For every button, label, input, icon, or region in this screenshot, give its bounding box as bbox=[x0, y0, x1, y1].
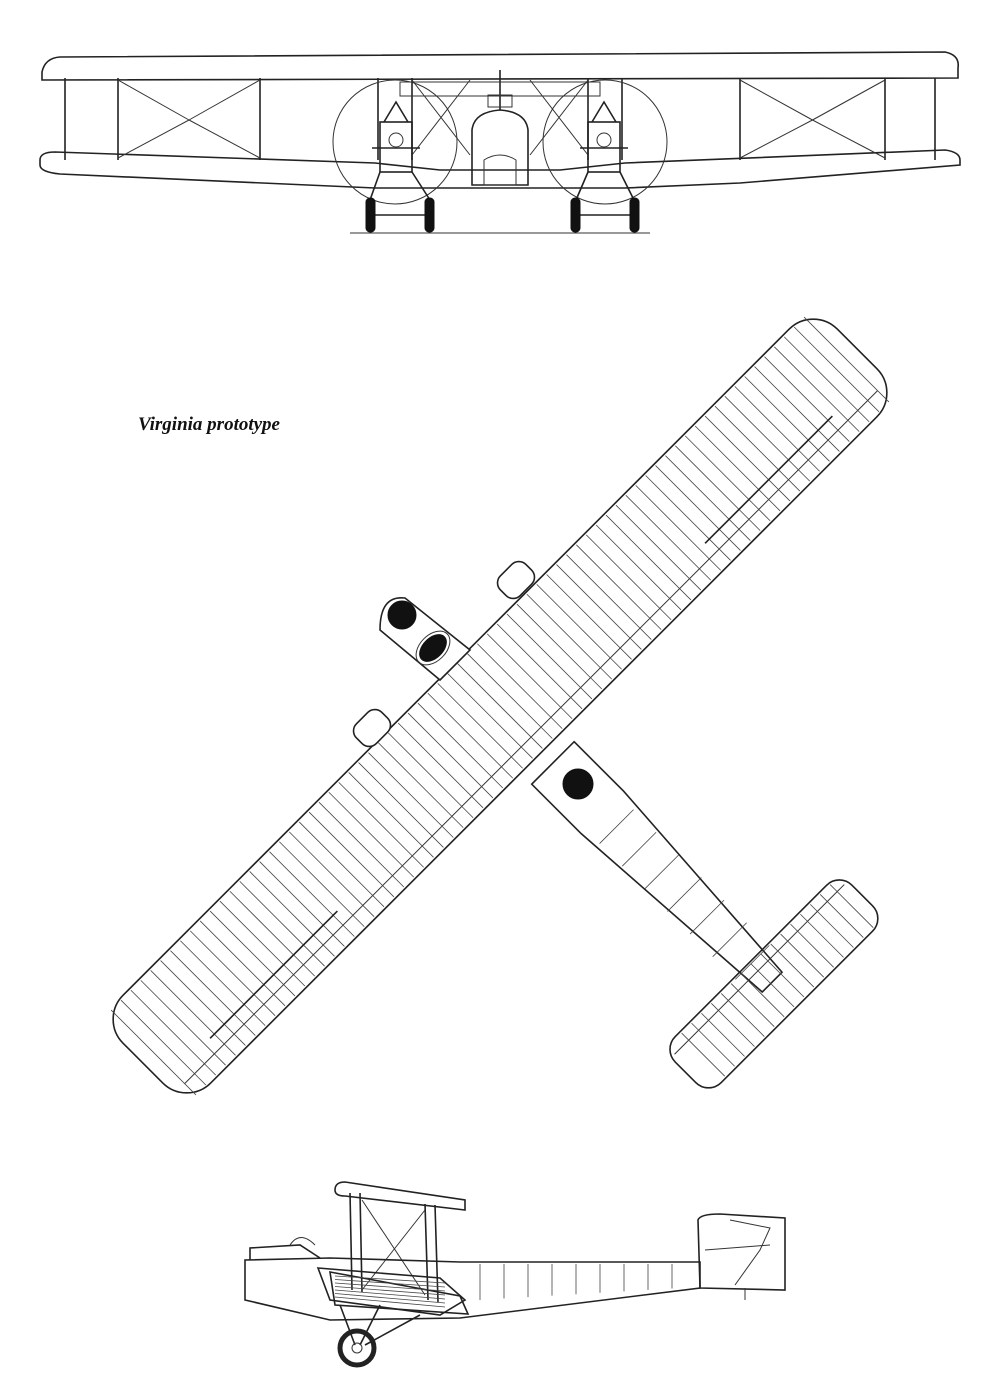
left-landing-gear bbox=[365, 171, 435, 233]
plan-gunner-position bbox=[562, 768, 594, 800]
fuselage-front bbox=[399, 70, 601, 186]
plan-tailplane bbox=[669, 879, 879, 1089]
plan-engine-outer bbox=[352, 560, 536, 748]
plan-fuselage bbox=[530, 740, 784, 994]
plan-view bbox=[110, 316, 890, 1096]
drawing-caption: Virginia prototype bbox=[138, 414, 280, 435]
right-engine-nacelle bbox=[580, 100, 628, 173]
left-engine-nacelle bbox=[372, 100, 420, 173]
side-view bbox=[244, 1181, 786, 1368]
right-landing-gear bbox=[570, 171, 640, 233]
front-view bbox=[39, 51, 961, 234]
plan-wing bbox=[110, 316, 890, 1096]
plan-nose bbox=[379, 597, 472, 682]
